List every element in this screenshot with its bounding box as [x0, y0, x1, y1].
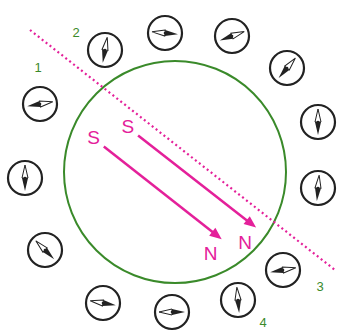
needle-light: [22, 165, 28, 178]
needle-dark: [315, 122, 321, 135]
compass-rim: [155, 295, 189, 329]
needle-pivot: [282, 269, 285, 272]
compass-symbol: [8, 161, 42, 195]
needle-light: [315, 175, 322, 188]
needle-dark: [270, 267, 284, 275]
needle-light: [231, 29, 245, 39]
pole-label: S: [122, 117, 135, 136]
compass-needle: [90, 298, 117, 308]
pole-label: S: [87, 128, 100, 147]
needle-pivot: [102, 302, 105, 305]
compass-rim: [88, 33, 122, 67]
needle-light: [315, 109, 321, 122]
compass-needle: [234, 287, 242, 313]
pole-label: N: [204, 244, 218, 263]
needle-pivot: [104, 49, 107, 52]
needle-pivot: [171, 311, 174, 314]
compass-symbol: [301, 105, 335, 139]
compass-symbol: [301, 171, 335, 205]
needle-dark: [314, 188, 321, 201]
compass-rim: [148, 16, 182, 50]
compass-rim: [221, 283, 255, 317]
compass-symbol: [266, 253, 300, 287]
needle-dark: [276, 66, 289, 80]
compass-symbol: [86, 286, 120, 320]
pole-label: N: [238, 233, 252, 252]
callout-number: 4: [259, 316, 266, 329]
needle-dark: [102, 300, 116, 308]
needle-dark: [219, 33, 233, 43]
needle-pivot: [231, 35, 234, 38]
needle-dark: [172, 309, 185, 315]
compass-rim: [23, 87, 57, 121]
compass-needle: [27, 99, 54, 109]
needle-pivot: [44, 249, 47, 252]
needle-dark: [43, 248, 56, 261]
compass-symbol: [23, 87, 57, 121]
arrow-head: [209, 228, 222, 239]
needle-dark: [235, 300, 242, 313]
compass-symbol: [215, 19, 249, 53]
needle-pivot: [286, 67, 289, 70]
needle-dark: [165, 30, 178, 37]
needle-light: [34, 239, 47, 252]
compass-rim: [28, 233, 62, 267]
compass-rim: [86, 286, 120, 320]
compass-symbol: [155, 295, 189, 329]
compass-needle: [22, 165, 28, 191]
needle-light: [152, 29, 165, 36]
needle-pivot: [317, 121, 320, 124]
needle-light: [159, 309, 172, 315]
compass-needle: [219, 29, 245, 44]
compass-rim: [8, 161, 42, 195]
compass-needle: [100, 37, 110, 64]
compass-symbol: [28, 233, 62, 267]
needle-pivot: [317, 187, 320, 190]
magnet-arrow: [138, 136, 250, 223]
needle-light: [282, 265, 296, 273]
compass-rim: [266, 253, 300, 287]
compass-rim: [301, 105, 335, 139]
region-circle: [64, 61, 286, 283]
needle-light: [102, 37, 110, 51]
needle-light: [285, 56, 298, 70]
magnet-arrow: [104, 147, 216, 235]
callout-number: 3: [316, 280, 323, 293]
compass-needle: [152, 29, 178, 37]
compass-symbol: [221, 283, 255, 317]
needle-light: [234, 287, 241, 300]
needle-dark: [27, 101, 41, 109]
compass-needle: [315, 109, 321, 135]
compass-needle: [276, 56, 297, 80]
compass-needle: [159, 309, 185, 315]
compass-needle: [34, 239, 57, 262]
needle-light: [39, 99, 53, 107]
compass-rim: [215, 19, 249, 53]
needle-dark: [100, 49, 108, 63]
compass-symbol: [148, 16, 182, 50]
compass-symbol: [270, 51, 304, 85]
dotted-line: [30, 30, 335, 270]
needle-light: [90, 298, 104, 306]
compass-needle: [314, 175, 322, 201]
needle-pivot: [237, 299, 240, 302]
needle-pivot: [164, 32, 167, 35]
needle-dark: [22, 178, 28, 191]
needle-pivot: [24, 177, 27, 180]
arrow-head: [244, 216, 257, 227]
compass-rim: [301, 171, 335, 205]
compass-rim: [270, 51, 304, 85]
compass-needle: [270, 265, 297, 275]
needle-pivot: [39, 103, 42, 106]
callout-number: 1: [34, 61, 41, 74]
compass-symbol: [88, 33, 122, 67]
callout-number: 2: [72, 26, 79, 39]
